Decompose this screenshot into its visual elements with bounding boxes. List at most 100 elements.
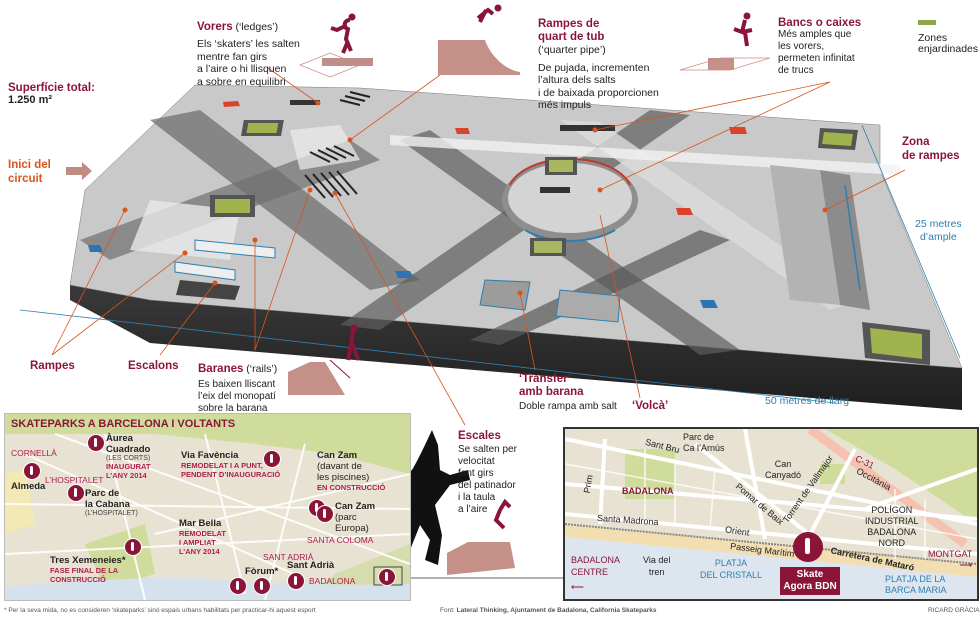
place-name: tren <box>648 567 665 577</box>
skatepark-pin-via-favencia[interactable] <box>263 450 281 468</box>
skate-label: Agora BDN <box>783 581 837 592</box>
callout-baranes: Baranes (‘rails’) Es baixen lliscant l’e… <box>198 359 277 415</box>
baranes-line: Es baixen lliscant <box>198 379 276 390</box>
bancs-line: de trucs <box>778 65 814 76</box>
width-value: 25 metres <box>915 218 962 230</box>
zona-rampes-title: Zona <box>902 136 930 148</box>
park-name: Mar Bella <box>179 518 222 529</box>
callout-transfer: ‘Transfer’ amb barana Doble rampa amb sa… <box>519 373 617 414</box>
place-montgat: MONTGAT ⟶ <box>928 549 972 571</box>
callout-zona-rampes: Zona de rampes <box>902 135 960 163</box>
escales-line: Se salten per <box>458 444 517 455</box>
skatepark-pin-can-zam-europa[interactable] <box>316 505 334 523</box>
park-can-zam-piscines: Can Zam (davant de les piscines) EN CONS… <box>317 450 385 492</box>
place-platja-barca-maria: PLATJA DE LA BARCA MARIA <box>885 574 947 596</box>
area-label: L’HOSPITALET <box>45 475 104 485</box>
vorers-line: a sobre en equilibri <box>197 75 286 88</box>
bdn-map-background <box>565 429 977 599</box>
skate-agora-label[interactable]: Skate Agora BDN <box>780 567 840 595</box>
source-text: Lateral Thinking, Ajuntament de Badalona… <box>456 607 657 614</box>
place-name: Parc de <box>683 432 715 442</box>
place-via-tren: Via del tren <box>643 554 670 578</box>
vorers-line: a l’aire o hi llisquen <box>197 63 287 75</box>
green-swatch-icon <box>918 20 936 25</box>
park-sub: (L’HOSPITALET) <box>85 510 138 517</box>
park-status: REMODELAT I A PUNT, <box>181 461 263 470</box>
park-status: I AMPLIAT <box>179 538 216 547</box>
bcn-map-background <box>5 414 410 600</box>
quarter-pipe-line: l’altura dels salts <box>538 74 616 86</box>
transfer-line: Doble rampa amb salt <box>519 401 617 412</box>
escales-line: i la taula <box>458 492 496 503</box>
quarter-pipe-title: quart de tub <box>538 31 605 43</box>
label-escalons: Escalons <box>128 360 179 372</box>
park-name: la Cabana <box>85 499 130 510</box>
length-measure-label: 50 metres de llarg <box>765 395 850 407</box>
area-label: SANT ADRIÀ <box>263 552 314 562</box>
park-status: CONSTRUCCIÓ <box>50 575 106 584</box>
vorers-line: Els ‘skaters’ les salten <box>197 38 300 50</box>
place-name: Canyadó <box>765 470 802 480</box>
skatepark-pin-mar-bella[interactable] <box>229 577 247 595</box>
zona-rampes-title: de rampes <box>902 150 960 162</box>
baranes-line: sobre la barana <box>198 403 268 414</box>
skatepark-pin-sant-adria[interactable] <box>287 572 305 590</box>
escales-line: velocitat <box>458 456 495 467</box>
label-volca: ‘Volcà’ <box>632 400 669 412</box>
park-mar-bella: Mar Bella REMODELAT I AMPLIAT L’ANY 2014 <box>179 518 226 556</box>
start-label-line1: Inici del <box>8 159 51 171</box>
park-name: Tres Xemeneies* <box>50 555 126 566</box>
skatepark-pin-cabana[interactable] <box>67 484 85 502</box>
bcn-map-title: SKATEPARKS A BARCELONA I VOLTANTS <box>11 418 236 430</box>
bancs-title: Bancs o caixes <box>778 17 862 29</box>
legend-green-zones: Zones enjardinades <box>918 20 978 55</box>
park-name: Europa) <box>335 523 369 534</box>
park-sub: (LES CORTS) <box>106 455 151 462</box>
escales-line: fent girs <box>458 468 494 479</box>
area-label: SANTA COLOMA <box>307 535 374 545</box>
place-name: CENTRE <box>571 567 609 577</box>
quarter-pipe-title: Rampes de <box>538 18 600 30</box>
park-name: Parc de <box>85 488 120 499</box>
park-status: L’ANY 2014 <box>106 471 147 480</box>
park-almeda: Almeda <box>11 481 46 492</box>
place-badalona-centre: BADALONA CENTRE ⟵ <box>571 554 620 593</box>
surface-label: Superfície total: <box>8 82 95 94</box>
skater-icon <box>805 538 810 554</box>
start-label-line2: circuit <box>8 173 43 185</box>
park-aurea: Àurea Cuadrado (LES CORTS) INAUGURAT L’A… <box>106 433 150 480</box>
quarter-pipe-line: i de baixada proporcionen <box>538 86 659 99</box>
skate-agora-pin[interactable] <box>793 532 823 562</box>
place-badalona: BADALONA <box>622 486 674 496</box>
place-name: Ca l’Arnús <box>683 443 725 453</box>
baranes-line: l’eix del monopatí <box>198 391 276 402</box>
transfer-title: amb barana <box>519 386 584 398</box>
skatepark-pin-forum[interactable] <box>253 577 271 595</box>
callout-bancs: Bancs o caixes Més amples que les vorers… <box>778 17 861 77</box>
park-forum: Fòrum* <box>245 566 279 577</box>
footer-credit: RICARD GRÀCIA <box>928 607 980 614</box>
place-name: POLÍGON <box>871 505 913 515</box>
vorers-subtitle: (‘ledges’) <box>232 21 279 33</box>
place-name: BADALONA <box>571 555 621 565</box>
park-name: Via Favència <box>181 450 239 461</box>
place-name: PLATJA DE LA <box>885 574 946 584</box>
park-status: FASE FINAL DE LA <box>50 566 119 575</box>
place-name: Via del <box>643 555 671 565</box>
park-name: (parc <box>335 512 357 523</box>
bancs-line: Més amples que <box>778 29 852 40</box>
park-can-zam-europa: Can Zam (parc Europa) <box>335 501 375 534</box>
circuit-start-label: Inici del circuit <box>8 158 51 186</box>
skatepark-pin-almeda[interactable] <box>23 462 41 480</box>
park-status: EN CONSTRUCCIÓ <box>317 483 386 492</box>
skatepark-pin-aurea[interactable] <box>87 434 105 452</box>
park-name: Àurea <box>106 433 133 444</box>
skatepark-pin-tres-xemeneies[interactable] <box>124 538 142 556</box>
baranes-title: Baranes <box>198 363 244 375</box>
place-poligon: POLÍGON INDUSTRIAL BADALONA NORD <box>865 505 919 549</box>
place-name: PLATJA <box>714 558 748 568</box>
place-name: Can <box>774 459 792 469</box>
skatepark-pin-badalona[interactable] <box>378 568 396 586</box>
legend-label: enjardinades <box>918 43 979 55</box>
park-tres-xemeneies: Tres Xemeneies* FASE FINAL DE LA CONSTRU… <box>50 555 126 584</box>
